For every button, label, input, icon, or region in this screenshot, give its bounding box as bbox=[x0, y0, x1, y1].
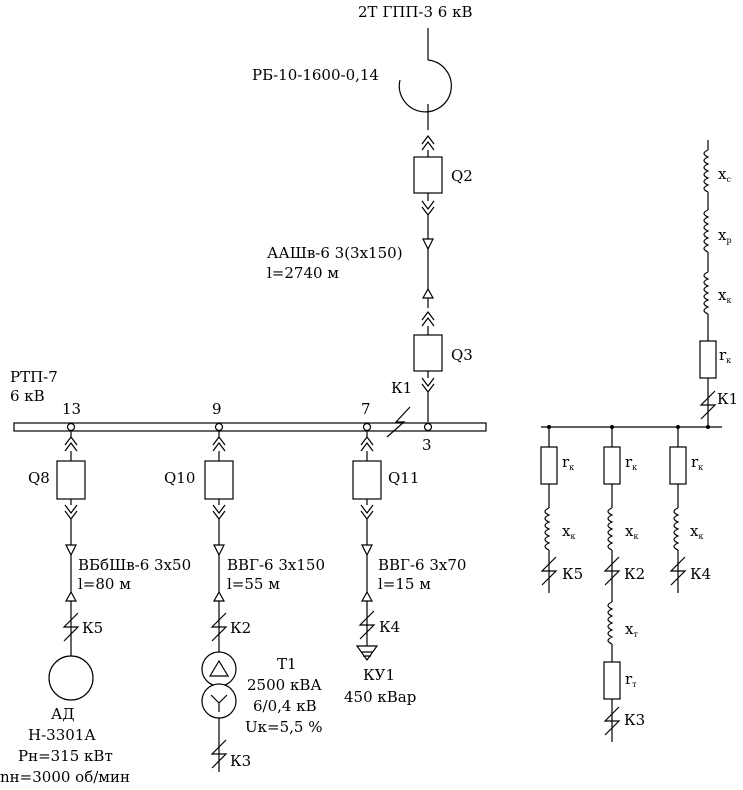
transformer-rating: 2500 кВА bbox=[247, 676, 322, 694]
feeder-cable-type: ААШв-6 3(3х150) bbox=[267, 244, 403, 262]
resistor-rk-k2 bbox=[603, 446, 621, 485]
breaker-q11-label: Q11 bbox=[388, 469, 419, 487]
node-13: 13 bbox=[62, 400, 81, 418]
xk-k2-label: xк bbox=[625, 522, 638, 541]
breaker-q2 bbox=[413, 156, 443, 194]
inductor-xc bbox=[703, 149, 710, 193]
node-9: 9 bbox=[212, 400, 222, 418]
resistor-rk-main bbox=[699, 340, 717, 379]
fault-k5-label: К5 bbox=[82, 619, 103, 637]
bus-name: РТП-7 bbox=[10, 368, 58, 386]
capacitor-cable-type: ВВГ-6 3х70 bbox=[378, 556, 466, 574]
reactor-symbol bbox=[398, 59, 452, 113]
branch-motor: Q8 ВБбШв-6 3х50 l=80 м К5 АД Н-3301А Pн=… bbox=[0, 431, 191, 786]
eq-fault-k1-symbol bbox=[699, 390, 717, 420]
transformer-winding-lv bbox=[201, 683, 237, 719]
eq-fault-k1-label: К1 bbox=[717, 390, 738, 408]
capacitor-symbol bbox=[355, 645, 379, 662]
inductor-xp bbox=[703, 209, 710, 253]
capacitor-name: КУ1 bbox=[363, 666, 395, 684]
xc-label: xc bbox=[718, 165, 731, 184]
eq-fault-k3-symbol bbox=[603, 706, 621, 736]
breaker-q10 bbox=[204, 460, 234, 500]
reactor-label: РБ-10-1600-0,14 bbox=[252, 66, 379, 84]
fault-k4-label: К4 bbox=[379, 618, 400, 636]
motor-cable-type: ВБбШв-6 3х50 bbox=[78, 556, 191, 574]
xp-label: xp bbox=[718, 226, 732, 245]
inductor-xk-main bbox=[703, 271, 710, 315]
capacitor-rating: 450 кВар bbox=[344, 688, 416, 706]
xt-label: xт bbox=[625, 620, 638, 639]
breaker-q2-label: Q2 bbox=[451, 167, 473, 185]
node-7: 7 bbox=[361, 400, 371, 418]
branch-capacitor: Q11 ВВГ-6 3х70 l=15 м К4 КУ1 450 кВар bbox=[344, 431, 466, 706]
source-label: 2Т ГПП-3 6 кВ bbox=[358, 3, 473, 21]
breaker-q8 bbox=[56, 460, 86, 500]
rk-main-label: rк bbox=[719, 346, 731, 365]
breaker-q11 bbox=[352, 460, 382, 500]
equivalent-circuit: xc xp xк rк К1 rк xк К5 rк xк bbox=[540, 140, 738, 742]
motor-cable-length: l=80 м bbox=[78, 575, 131, 593]
inductor-xt bbox=[607, 601, 614, 645]
xk-main-label: xк bbox=[718, 286, 731, 305]
capacitor-cable-length: l=15 м bbox=[378, 575, 431, 593]
motor-symbol bbox=[48, 655, 94, 701]
transformer-name: Т1 bbox=[277, 655, 297, 673]
breaker-q3 bbox=[413, 334, 443, 372]
fault-k3-symbol bbox=[210, 739, 228, 769]
breaker-q3-label: Q3 bbox=[451, 346, 473, 364]
motor-speed: nн=3000 об/мин bbox=[0, 768, 130, 786]
breaker-q10-label: Q10 bbox=[164, 469, 195, 487]
fault-k2-symbol bbox=[210, 612, 228, 642]
transformer-winding-hv bbox=[201, 651, 237, 687]
fault-k1-symbol bbox=[386, 406, 411, 438]
main-feeder: 2Т ГПП-3 6 кВ РБ-10-1600-0,14 Q2 ААШв-6 … bbox=[252, 3, 473, 422]
resistor-rt bbox=[603, 661, 621, 700]
feeder-cable-length: l=2740 м bbox=[267, 264, 339, 282]
bus-voltage: 6 кВ bbox=[10, 387, 45, 405]
transformer-cable-type: ВВГ-6 3х150 bbox=[227, 556, 325, 574]
xk-k4-label: xк bbox=[690, 522, 703, 541]
xk-k5-label: xк bbox=[562, 522, 575, 541]
fault-k2-label: К2 bbox=[230, 619, 251, 637]
fault-k4-symbol bbox=[358, 610, 376, 640]
transformer-uk: Uк=5,5 % bbox=[245, 718, 322, 736]
eq-fault-k2-label: К2 bbox=[624, 565, 645, 583]
inductor-xk-k2 bbox=[607, 507, 614, 551]
transformer-ratio: 6/0,4 кВ bbox=[253, 697, 317, 715]
eq-fault-k5-symbol bbox=[540, 556, 558, 586]
motor-model: Н-3301А bbox=[28, 726, 96, 744]
breaker-q8-label: Q8 bbox=[28, 469, 50, 487]
rt-label: rт bbox=[625, 670, 637, 689]
busbar bbox=[13, 422, 487, 432]
eq-fault-k4-symbol bbox=[669, 556, 687, 586]
rk-k5-label: rк bbox=[562, 453, 574, 472]
inductor-xk-k4 bbox=[673, 507, 680, 551]
motor-power: Pн=315 кВт bbox=[18, 747, 113, 765]
eq-fault-k2-symbol bbox=[603, 556, 621, 586]
rk-k2-label: rк bbox=[625, 453, 637, 472]
resistor-rk-k4 bbox=[669, 446, 687, 485]
fault-k3-label: К3 bbox=[230, 752, 251, 770]
node-3: 3 bbox=[422, 436, 432, 454]
fault-k5-symbol bbox=[62, 612, 80, 642]
rk-k4-label: rк bbox=[691, 453, 703, 472]
eq-fault-k5-label: К5 bbox=[562, 565, 583, 583]
bus-rtp7: РТП-7 6 кВ 13 9 7 3 К1 bbox=[10, 368, 487, 454]
transformer-cable-length: l=55 м bbox=[227, 575, 280, 593]
motor-name: АД bbox=[51, 705, 75, 723]
inductor-xk-k5 bbox=[544, 507, 551, 551]
eq-fault-k4-label: К4 bbox=[690, 565, 711, 583]
fault-k1-label: К1 bbox=[391, 379, 412, 397]
eq-fault-k3-label: К3 bbox=[624, 711, 645, 729]
resistor-rk-k5 bbox=[540, 446, 558, 485]
branch-transformer: Q10 ВВГ-6 3х150 l=55 м К2 К3 Т1 2500 кВА… bbox=[164, 431, 325, 772]
